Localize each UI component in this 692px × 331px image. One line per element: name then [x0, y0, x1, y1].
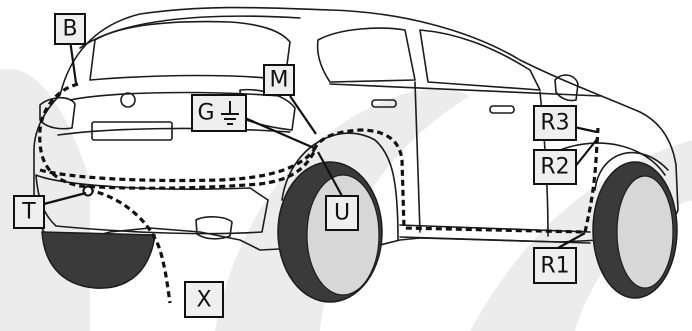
side-window-rear	[316, 27, 416, 83]
callout-M-text: M	[270, 68, 289, 93]
callout-X-text: X	[196, 288, 211, 313]
callout-U-text: U	[334, 201, 350, 226]
tail-light-left	[39, 96, 76, 130]
callout-R3-text: R3	[540, 111, 569, 136]
route-lower-run	[39, 148, 316, 183]
callout-X: X	[184, 281, 224, 318]
callout-G-text: G	[197, 101, 214, 126]
ground-symbol-icon	[221, 101, 239, 125]
callout-B-text: B	[62, 17, 77, 42]
callout-B: B	[54, 13, 86, 45]
license-plate	[91, 121, 173, 141]
callout-R1-text: R1	[540, 254, 569, 279]
brand-logo	[120, 92, 136, 108]
rear-window	[89, 20, 291, 81]
route-trailer-socket	[87, 188, 172, 304]
callout-T: T	[13, 195, 45, 229]
rear-left-tire	[41, 231, 156, 289]
door-handle-rear	[371, 99, 397, 108]
route-body-side	[312, 128, 586, 234]
callout-R3: R3	[533, 105, 577, 141]
callout-T-text: T	[21, 200, 36, 225]
leader-lines	[39, 39, 599, 249]
wiring-route	[38, 82, 600, 304]
side-mirror	[554, 74, 579, 102]
door-handle-front	[489, 105, 515, 114]
exhaust-tip	[195, 216, 233, 240]
callout-G: G	[191, 94, 247, 132]
rear-wheel-arch	[281, 132, 399, 241]
callout-M: M	[263, 64, 295, 96]
callout-U: U	[325, 195, 359, 231]
callout-R2: R2	[533, 149, 577, 185]
route-tailgate-loop	[38, 82, 317, 190]
callout-R1: R1	[533, 247, 577, 284]
route-front-riser	[583, 127, 600, 233]
side-window-front	[419, 29, 541, 91]
callout-R2-text: R2	[540, 155, 569, 180]
